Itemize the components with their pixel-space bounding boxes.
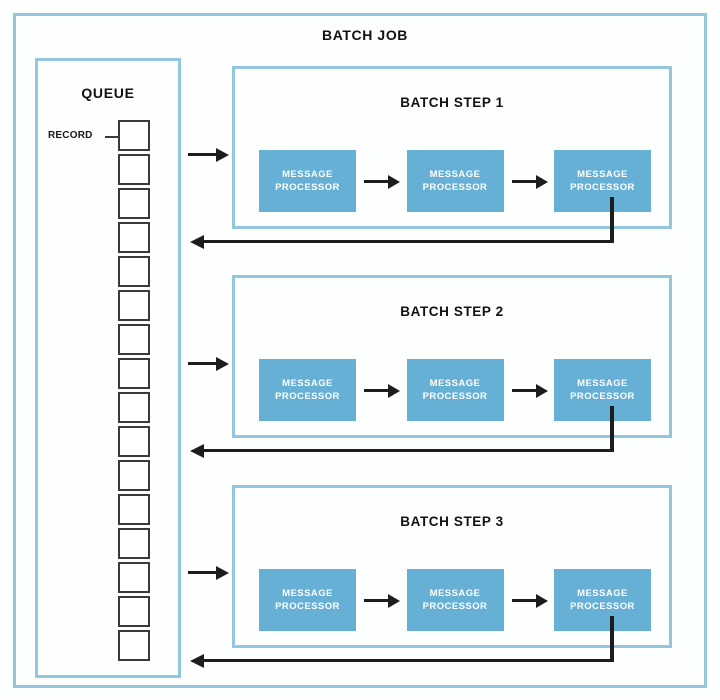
processor-line-2: PROCESSOR: [570, 601, 635, 612]
message-processor[interactable]: MESSAGE PROCESSOR: [406, 569, 504, 631]
message-processor[interactable]: MESSAGE PROCESSOR: [259, 569, 356, 631]
processor-chain-arrow-icon: [358, 150, 404, 212]
return-arrow-from-step-2-icon: [190, 406, 614, 458]
processor-line-1: MESSAGE: [429, 378, 481, 389]
batch-step-3-processors: MESSAGE PROCESSOR MESSAGE PROCESSOR MESS…: [259, 569, 651, 631]
record-leader-line: [105, 136, 118, 138]
record-box[interactable]: [118, 358, 150, 389]
processor-line-2: PROCESSOR: [275, 391, 340, 402]
record-box[interactable]: [118, 188, 150, 219]
record-box[interactable]: [118, 596, 150, 627]
record-box[interactable]: [118, 460, 150, 491]
feed-arrow-to-step-2-icon: [188, 356, 232, 372]
batch-step-1-panel: BATCH STEP 1 MESSAGE PROCESSOR MESSAGE P…: [232, 66, 672, 229]
return-arrow-from-step-1-icon: [190, 197, 614, 249]
batch-job-frame: [13, 13, 707, 688]
processor-line-1: MESSAGE: [577, 378, 628, 389]
processor-chain-arrow-icon: [506, 150, 552, 212]
processor-line-1: MESSAGE: [282, 169, 333, 180]
record-box[interactable]: [118, 562, 150, 593]
batch-step-2-panel: BATCH STEP 2 MESSAGE PROCESSOR MESSAGE P…: [232, 275, 672, 438]
message-processor[interactable]: MESSAGE PROCESSOR: [406, 359, 504, 421]
processor-line-1: MESSAGE: [282, 588, 333, 599]
processor-line-1: MESSAGE: [429, 588, 481, 599]
return-arrow-from-step-3-icon: [190, 616, 614, 668]
record-stack: [118, 120, 152, 664]
message-processor[interactable]: MESSAGE PROCESSOR: [259, 359, 356, 421]
processor-chain-arrow-icon: [358, 359, 404, 421]
batch-step-1-processors: MESSAGE PROCESSOR MESSAGE PROCESSOR MESS…: [259, 150, 651, 212]
processor-line-1: MESSAGE: [429, 169, 481, 180]
processor-chain-arrow-icon: [506, 359, 552, 421]
record-box[interactable]: [118, 256, 150, 287]
processor-line-2: PROCESSOR: [275, 601, 340, 612]
processor-line-2: PROCESSOR: [422, 391, 488, 402]
batch-step-1-title: BATCH STEP 1: [400, 95, 504, 110]
record-box[interactable]: [118, 426, 150, 457]
processor-line-2: PROCESSOR: [422, 601, 488, 612]
record-box[interactable]: [118, 222, 150, 253]
processor-line-1: MESSAGE: [282, 378, 333, 389]
processor-line-1: MESSAGE: [577, 169, 628, 180]
message-processor[interactable]: MESSAGE PROCESSOR: [406, 150, 504, 212]
batch-step-3-panel: BATCH STEP 3 MESSAGE PROCESSOR MESSAGE P…: [232, 485, 672, 648]
record-box[interactable]: [118, 494, 150, 525]
processor-line-2: PROCESSOR: [422, 182, 488, 193]
message-processor[interactable]: MESSAGE PROCESSOR: [554, 150, 651, 212]
processor-chain-arrow-icon: [506, 569, 552, 631]
batch-job-title: BATCH JOB: [321, 27, 409, 43]
message-processor[interactable]: MESSAGE PROCESSOR: [259, 150, 356, 212]
record-box[interactable]: [118, 324, 150, 355]
record-box[interactable]: [118, 154, 150, 185]
record-box[interactable]: [118, 528, 150, 559]
record-box[interactable]: [118, 630, 150, 661]
feed-arrow-to-step-1-icon: [188, 147, 232, 163]
processor-chain-arrow-icon: [358, 569, 404, 631]
record-box[interactable]: [118, 120, 150, 151]
feed-arrow-to-step-3-icon: [188, 565, 232, 581]
message-processor[interactable]: MESSAGE PROCESSOR: [554, 569, 651, 631]
queue-panel: [35, 58, 181, 678]
processor-line-2: PROCESSOR: [570, 391, 635, 402]
batch-step-3-title: BATCH STEP 3: [400, 514, 504, 529]
message-processor[interactable]: MESSAGE PROCESSOR: [554, 359, 651, 421]
batch-step-2-processors: MESSAGE PROCESSOR MESSAGE PROCESSOR MESS…: [259, 359, 651, 421]
processor-line-2: PROCESSOR: [570, 182, 635, 193]
batch-step-2-title: BATCH STEP 2: [400, 304, 504, 319]
queue-title: QUEUE: [81, 85, 135, 101]
record-label: RECORD: [48, 130, 93, 141]
record-box[interactable]: [118, 392, 150, 423]
record-box[interactable]: [118, 290, 150, 321]
processor-line-1: MESSAGE: [577, 588, 628, 599]
processor-line-2: PROCESSOR: [275, 182, 340, 193]
